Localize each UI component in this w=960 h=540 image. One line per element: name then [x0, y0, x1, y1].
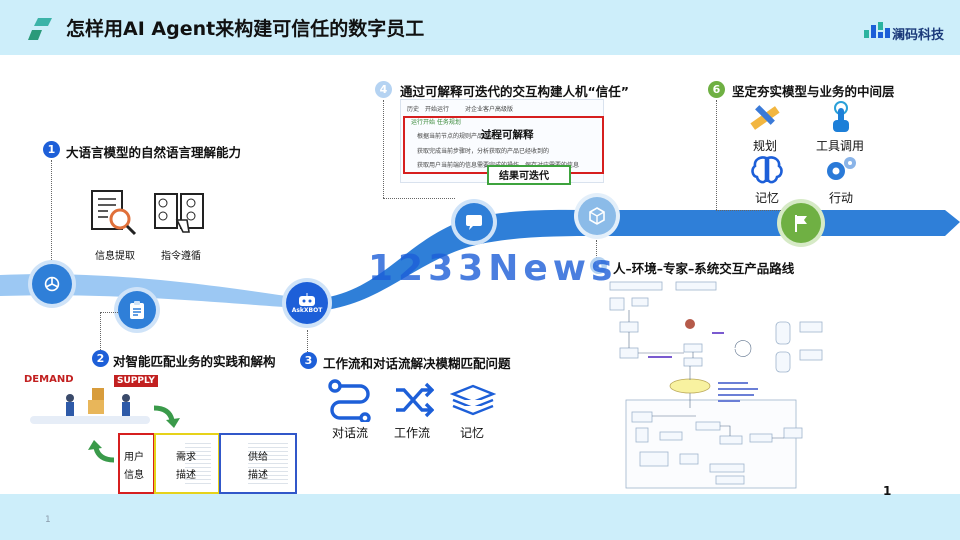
memory-brain-icon	[750, 155, 784, 189]
section-4-number: 4	[375, 81, 392, 98]
logo-icon	[28, 18, 54, 46]
item-tool-call: 工具调用	[816, 139, 865, 153]
box-user-l1: 用户	[124, 452, 144, 463]
connector-line	[100, 312, 118, 313]
item-workflow: 工作流	[394, 426, 431, 440]
panel-row: 获取完成当前步骤时，分析获取的产品已经收到的	[417, 148, 550, 155]
supply-demand-illustration	[30, 386, 150, 434]
box-supply-l1: 供给	[248, 452, 268, 463]
askxbot-node-icon: AskXBOT	[286, 282, 328, 324]
section-3-number: 3	[300, 352, 317, 369]
panel-tab: 开始运行	[425, 106, 450, 113]
explainable-label: 过程可解释	[481, 129, 534, 141]
openai-node-icon	[32, 264, 72, 304]
item-info-extract: 信息提取	[95, 251, 135, 262]
connector-line	[383, 100, 384, 198]
askxbot-label: AskXBOT	[291, 306, 323, 314]
flag-node-icon	[781, 203, 821, 243]
brand-name: 澜码科技	[892, 28, 945, 43]
panel-row: 根据当前节点的规则产品描述	[417, 133, 496, 140]
section-6-title: 坚定夯实模型与业务的中间层	[732, 84, 895, 99]
connector-line	[716, 100, 717, 210]
demand-label: DEMAND	[24, 374, 74, 385]
connector-line	[51, 160, 52, 260]
section-3-title: 工作流和对话流解决模糊匹配问题	[323, 356, 511, 371]
item-memory-6: 记忆	[755, 191, 780, 205]
iterable-frame	[487, 165, 571, 185]
memory-layers-icon	[449, 380, 497, 424]
section-5-number: 5	[590, 257, 607, 274]
arrow-right-icon	[152, 404, 182, 434]
panel-first-row: 运行开始 任务规划	[411, 119, 461, 126]
item-instruction-follow: 指令遵循	[161, 251, 201, 262]
user-info-box	[118, 433, 155, 494]
connector-line	[716, 210, 781, 211]
box-supply-l2: 描述	[248, 470, 268, 481]
watermark-text: 1233News	[368, 248, 618, 289]
item-planning: 规划	[753, 139, 778, 153]
box-demand-l1: 需求	[176, 452, 196, 463]
item-action: 行动	[829, 191, 854, 205]
item-memory: 记忆	[460, 426, 485, 440]
instruction-follow-icon	[153, 190, 205, 240]
section-6-number: 6	[708, 81, 725, 98]
dialog-flow-icon	[327, 378, 373, 426]
panel-tab: 对企业客户高级版	[465, 106, 514, 113]
footer-bar	[0, 494, 960, 540]
connector-line	[383, 198, 455, 199]
section-2-number: 2	[92, 350, 109, 367]
clipboard-node-icon	[118, 291, 156, 329]
section-2-title: 对智能匹配业务的实践和解构	[113, 354, 276, 369]
page-number-left: 1	[45, 515, 51, 525]
panel-tab: 历史	[407, 106, 420, 113]
section-5-title: 人–环境–专家–系统交互产品路线	[613, 261, 795, 276]
action-gears-icon	[822, 155, 858, 189]
connector-line	[100, 312, 101, 352]
supply-label: SUPPLY	[114, 375, 158, 387]
brand-logo-icon	[864, 22, 890, 42]
planning-icon	[748, 102, 782, 138]
table-texture	[185, 440, 211, 484]
cube-node-icon	[578, 197, 616, 235]
header-bar	[0, 0, 960, 55]
workflow-icon	[394, 380, 435, 424]
box-user-l2: 信息	[124, 470, 144, 481]
iterable-label: 结果可迭代	[499, 171, 549, 182]
connector-line	[307, 330, 308, 352]
item-dialog-flow: 对话流	[332, 426, 369, 440]
chat-node-icon	[455, 203, 493, 241]
section-1-title: 大语言模型的自然语言理解能力	[66, 145, 242, 160]
info-extract-icon	[90, 189, 138, 241]
tool-call-icon	[828, 100, 854, 138]
page-title: 怎样用AI Agent来构建可信任的数字员工	[66, 18, 425, 40]
table-texture	[248, 440, 288, 484]
arrow-left-icon	[86, 438, 116, 468]
product-route-diagram	[609, 281, 823, 489]
section-4-title: 通过可解释可迭代的交互构建人机“信任”	[400, 84, 629, 99]
section-1-number: 1	[43, 141, 60, 158]
connector-line	[596, 240, 597, 260]
box-demand-l2: 描述	[176, 470, 196, 481]
page-number-right: 1	[883, 484, 892, 498]
